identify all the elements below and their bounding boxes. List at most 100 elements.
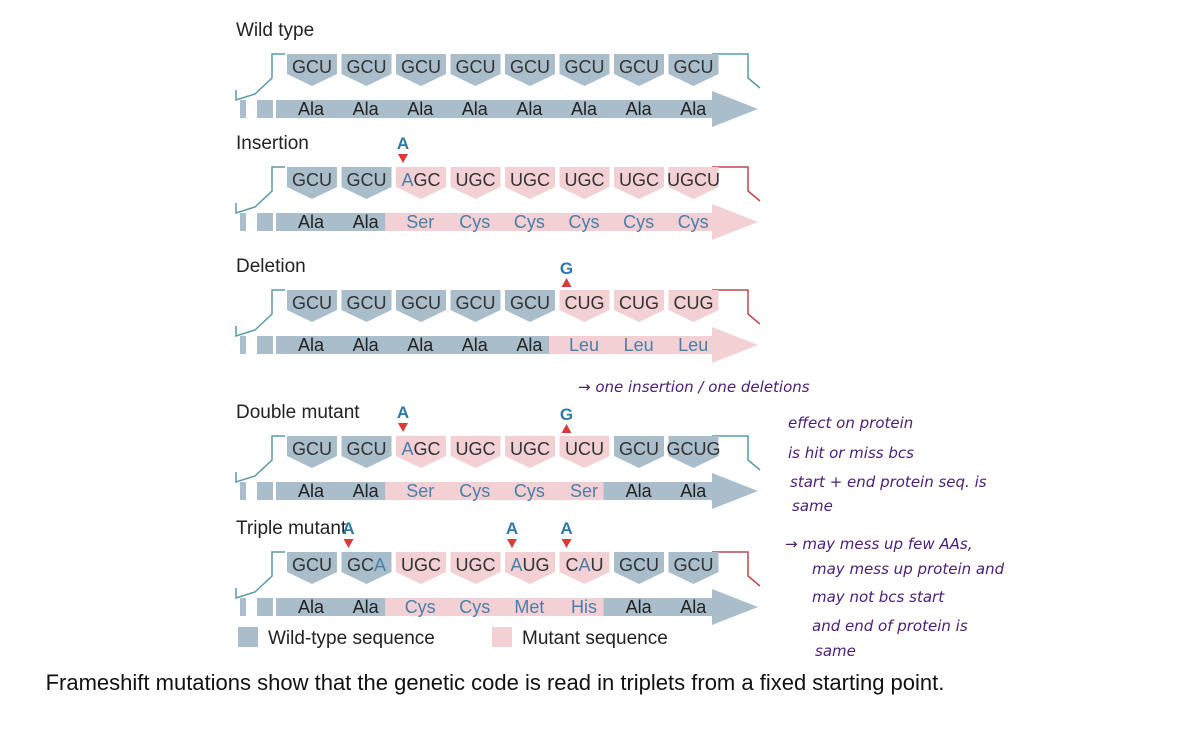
codon-label: GCU [510,57,550,77]
mutation-base-label: G [560,259,573,278]
mrna-start-strand [235,53,285,102]
mutation-base-label: A [506,519,518,538]
codon-label: GCU [673,57,713,77]
codon-label: GCU [401,57,441,77]
codon-block [614,552,664,584]
row-title: Wild type [236,20,314,41]
codon-block [396,167,446,199]
handwritten-annotation: is hit or miss bcs [788,444,914,462]
protein-segment [549,213,605,231]
protein-segment [658,482,714,500]
handwritten-annotation: same [815,642,856,660]
protein-arrowhead [712,204,758,240]
codon-block [614,290,664,322]
amino-acid-label: Ala [626,597,653,617]
row-title: Insertion [236,133,309,154]
protein-segment [603,336,660,354]
protein-segment [603,482,660,500]
protein-segment [276,598,332,616]
codon-block [559,290,610,322]
protein-segment [385,213,441,231]
mutation-base-label: A [342,519,354,538]
mrna-start-strand [235,289,285,338]
amino-acid-label: Ala [680,99,707,119]
codon-label: GCU [346,57,386,77]
codon-block [505,290,555,322]
amino-acid-label: Leu [624,335,654,355]
codon-label: GCU [619,57,659,77]
figure-caption: Frameshift mutations show that the genet… [45,670,945,695]
protein-segment [330,336,387,354]
mrna-start-strand [235,435,285,484]
amino-acid-label: Met [514,597,544,617]
protein-start-block [257,336,273,354]
codon-label: GCA [347,555,386,575]
amino-acid-label: His [571,597,597,617]
codon-label: GCUG [666,439,720,459]
handwritten-annotation: effect on protein [788,414,913,432]
codon-label: GCU [619,439,659,459]
protein-segment [439,598,496,616]
amino-acid-label: Cys [459,597,490,617]
protein-start-block [257,598,273,616]
codon-block [450,167,501,199]
codon-label: GCU [292,555,332,575]
protein-segment [330,598,387,616]
protein-segment [330,213,387,231]
deletion-arrow-icon [561,424,572,433]
codon-label: UGC [564,170,604,190]
codon-block [341,167,392,199]
codon-label: CAU [565,555,603,575]
codon-label: UGC [510,170,550,190]
codon-block [505,436,555,468]
insertion-arrow-icon [561,539,572,548]
protein-segment [439,482,496,500]
codon-label: GCU [292,170,332,190]
codon-label: GCU [292,57,332,77]
codon-block [668,436,719,468]
protein-segment [549,598,605,616]
amino-acid-label: Ala [516,335,543,355]
codon-block [668,54,719,86]
codon-label: GCU [619,555,659,575]
protein-segment [549,100,605,118]
codon-label: CUG [564,293,604,313]
codon-block [505,167,555,199]
mrna-start-strand [235,166,285,215]
amino-acid-label: Cys [405,597,436,617]
amino-acid-label: Ala [298,597,325,617]
codon-label: UGC [401,555,441,575]
amino-acid-label: Ala [353,99,380,119]
insertion-arrow-icon [507,539,517,548]
row-title: Deletion [236,256,306,277]
amino-acid-label: Ala [353,335,380,355]
codon-block [341,54,392,86]
amino-acid-label: Cys [678,212,709,232]
mutation-base-label: A [560,519,572,538]
codon-label: UGC [455,170,495,190]
protein-segment [603,598,660,616]
protein-segment [330,100,387,118]
codon-block [341,290,392,322]
codon-label: UGCU [667,170,720,190]
protein-segment [494,336,550,354]
codon-block [559,54,610,86]
protein-arrowhead [712,473,758,509]
mrna-end-strand [712,166,761,202]
amino-acid-label: Ala [298,212,325,232]
codon-label: GCU [346,293,386,313]
amino-acid-label: Cys [623,212,654,232]
insertion-arrow-icon [398,423,408,432]
codon-block [614,54,664,86]
codon-block [341,436,392,468]
protein-segment [494,482,550,500]
codon-block [287,290,337,322]
codon-label: GCU [292,293,332,313]
codon-label: GCU [292,439,332,459]
amino-acid-label: Leu [569,335,599,355]
codon-label: GCU [673,555,713,575]
legend-wildtype-swatch [238,627,258,647]
codon-block [341,552,392,584]
